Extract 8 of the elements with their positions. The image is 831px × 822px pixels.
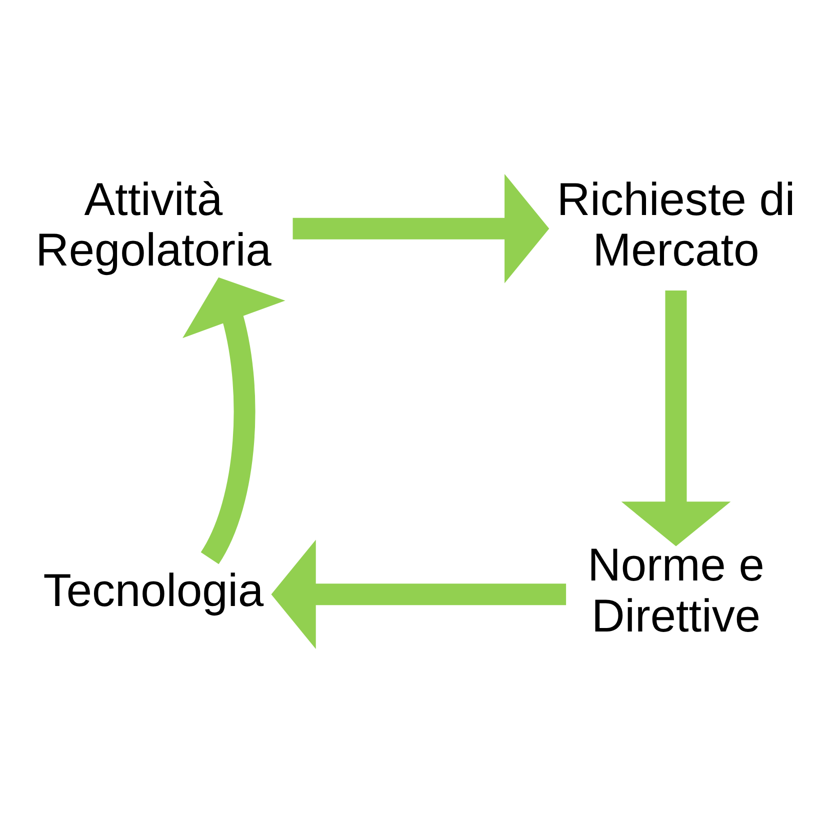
node-text: Tecnologia [43, 563, 264, 616]
arrow [621, 290, 731, 546]
node-text: Norme e Direttive [588, 538, 764, 641]
node-text: Richieste di Mercato [556, 172, 796, 276]
arrow [271, 539, 566, 649]
node-text: Attività Regolatoria [36, 172, 272, 276]
arrow [292, 173, 550, 283]
arrow [182, 276, 286, 564]
